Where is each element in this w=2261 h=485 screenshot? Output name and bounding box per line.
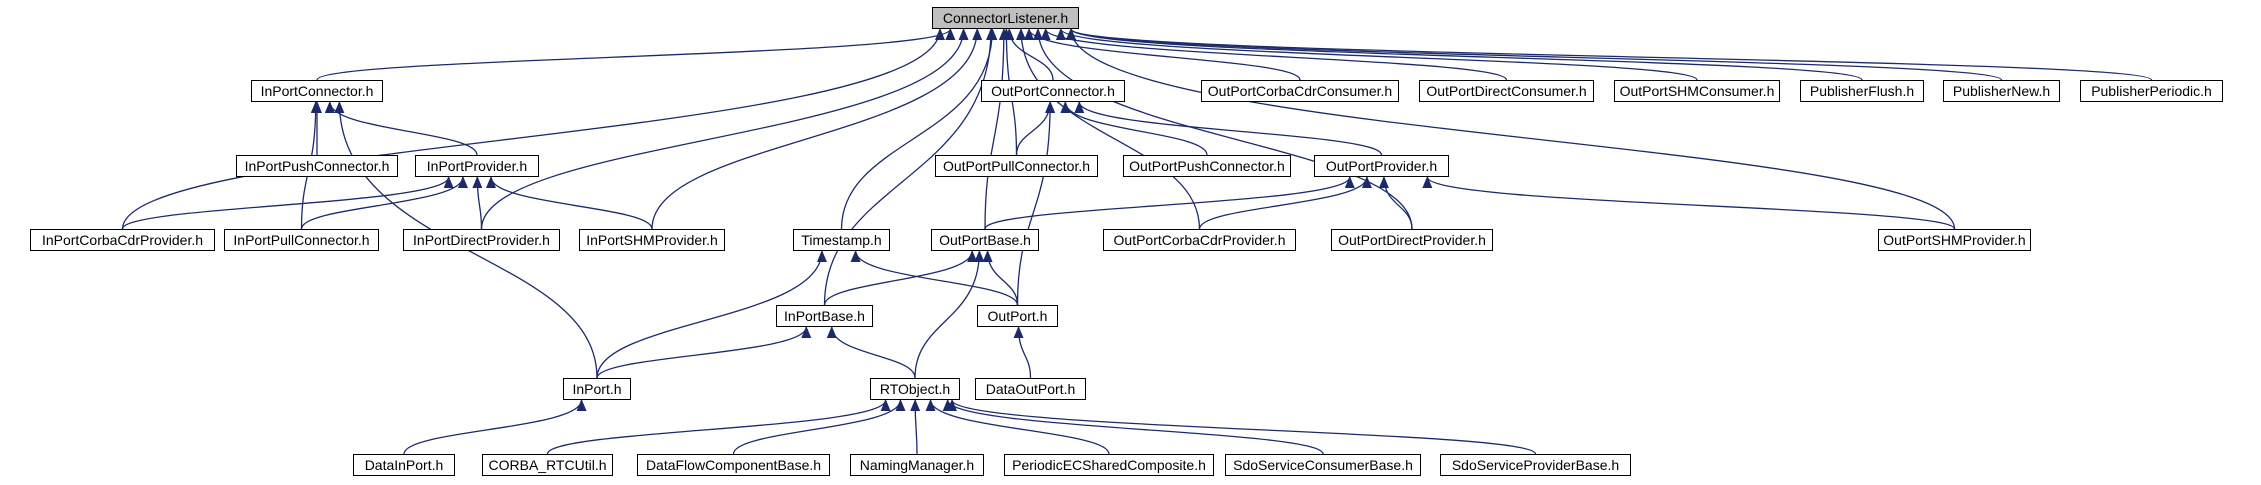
edge-inportcorbacdrprovider-to-root — [121, 28, 945, 230]
node-inportbase[interactable]: InPortBase.h — [776, 305, 873, 327]
edge-outport-to-timestamp — [850, 250, 1019, 306]
edge-outportdirectprovider-to-outportprovider — [1378, 176, 1413, 230]
node-outport[interactable]: OutPort.h — [977, 305, 1058, 327]
edge-outport-to-outportbase — [982, 250, 1019, 306]
edge-rtobject-to-inportbase — [826, 326, 916, 379]
node-outportprovider[interactable]: OutPortProvider.h — [1314, 155, 1449, 177]
node-outportshmprovider[interactable]: OutPortSHMProvider.h — [1878, 229, 2031, 251]
edge-outportpushconnector-to-outportconnector — [1060, 101, 1208, 156]
edge-inportdirectprovider-to-root — [480, 28, 969, 230]
edge-inportbase-to-outportbase — [823, 250, 978, 306]
edge-outportcorbacdrprovider-to-outportprovider — [1198, 176, 1372, 230]
edge-outportshmprovider-to-root — [1066, 28, 1956, 230]
edge-rtobject-to-outportbase — [914, 250, 985, 379]
edge-inportconnector-to-root — [316, 28, 956, 81]
edge-inportshmprovider-to-root — [651, 28, 983, 230]
edge-outportdirectconsumer-to-root — [1040, 28, 1508, 81]
edge-outportbase-to-root — [984, 28, 1009, 230]
node-namingmanager[interactable]: NamingManager.h — [850, 454, 984, 476]
edge-dataoutport-to-outport — [1013, 326, 1032, 379]
edge-inport-to-inportbase — [596, 326, 812, 379]
node-corba-rtcutil[interactable]: CORBA_RTCUtil.h — [482, 454, 613, 476]
edge-sdoserviceproviderbase-to-rtobject — [947, 399, 1537, 455]
node-dataoutport[interactable]: DataOutPort.h — [975, 378, 1086, 400]
node-connectorlistener[interactable]: ConnectorListener.h — [932, 7, 1079, 29]
node-inportshmprovider[interactable]: InPortSHMProvider.h — [579, 229, 725, 251]
edge-inportdirectprovider-to-inportprovider — [472, 176, 483, 230]
node-sdoserviceconsumerbase[interactable]: SdoServiceConsumerBase.h — [1225, 454, 1421, 476]
edge-outportshmprovider-to-outportprovider — [1422, 176, 1956, 230]
edge-outportcorbacdrprovider-to-root — [1016, 28, 1201, 230]
edge-outportdirectprovider-to-root — [1033, 28, 1413, 230]
node-dataflowcomponentbase[interactable]: DataFlowComponentBase.h — [637, 454, 830, 476]
node-inportcorbacdrprovider[interactable]: InPortCorbaCdrProvider.h — [30, 229, 215, 251]
edge-publisherflush-to-root — [1066, 28, 1863, 81]
edge-namingmanager-to-rtobject — [910, 399, 921, 455]
edge-corba_rtcutil-to-rtobject — [546, 399, 891, 455]
edge-outportshmconsumer-to-root — [1056, 28, 1698, 81]
node-outportcorbacdrconsumer[interactable]: OutPortCorbaCdrConsumer.h — [1201, 80, 1399, 102]
edge-inportcorbacdrprovider-to-inportprovider — [121, 176, 454, 230]
edge-inportpullconnector-to-inportprovider — [300, 176, 468, 230]
edge-publishernew-to-root — [1066, 28, 2003, 81]
node-inportpullconnector[interactable]: InPortPullConnector.h — [224, 229, 379, 251]
edge-publisherperiodic-to-root — [1066, 28, 2153, 81]
node-publisherperiodic[interactable]: PublisherPeriodic.h — [2080, 80, 2223, 102]
node-outportconnector[interactable]: OutPortConnector.h — [981, 80, 1125, 102]
node-inportconnector[interactable]: InPortConnector.h — [251, 80, 383, 102]
node-outportdirectprovider[interactable]: OutPortDirectProvider.h — [1331, 229, 1493, 251]
edge-outportbase-to-outportprovider — [984, 176, 1355, 230]
node-outportpullconnector[interactable]: OutPortPullConnector.h — [935, 155, 1098, 177]
edge-sdoserviceconsumerbase-to-rtobject — [942, 399, 1324, 455]
edge-outportpullconnector-to-outportconnector — [1015, 101, 1056, 156]
node-rtobject[interactable]: RTObject.h — [870, 378, 960, 400]
edge-dataflowcomponentbase-to-rtobject — [732, 399, 906, 455]
edge-outportprovider-to-outportconnector — [1074, 101, 1383, 156]
node-periodicecsharedcomposite[interactable]: PeriodicECSharedComposite.h — [1004, 454, 1214, 476]
node-inportprovider[interactable]: InPortProvider.h — [415, 155, 539, 177]
node-outportcorbacdrprovider[interactable]: OutPortCorbaCdrProvider.h — [1103, 229, 1296, 251]
node-sdoserviceproviderbase[interactable]: SdoServiceProviderBase.h — [1440, 454, 1631, 476]
edge-outportcorbacdrconsumer-to-root — [1024, 28, 1301, 81]
node-inportpushconnector[interactable]: InPortPushConnector.h — [236, 155, 398, 177]
node-inportdirectprovider[interactable]: InPortDirectProvider.h — [403, 229, 560, 251]
edge-inport-to-timestamp — [596, 250, 827, 379]
node-outportbase[interactable]: OutPortBase.h — [931, 229, 1039, 251]
node-timestamp[interactable]: Timestamp.h — [793, 229, 890, 251]
node-datainport[interactable]: DataInPort.h — [353, 454, 455, 476]
edge-datainport-to-inport — [403, 399, 587, 455]
node-outportdirectconsumer[interactable]: OutPortDirectConsumer.h — [1419, 80, 1594, 102]
edge-periodicecsharedcomposite-to-rtobject — [925, 399, 1110, 455]
edge-timestamp-to-root — [840, 28, 998, 230]
edge-inportprovider-to-inportconnector — [324, 101, 478, 156]
edge-outport-to-outportconnector — [1016, 101, 1056, 306]
node-outportshmconsumer[interactable]: OutPortSHMConsumer.h — [1614, 80, 1780, 102]
node-inport[interactable]: InPort.h — [563, 378, 631, 400]
edge-inportshmprovider-to-inportprovider — [486, 176, 653, 230]
node-publishernew[interactable]: PublisherNew.h — [1943, 80, 2060, 102]
node-publisherflush[interactable]: PublisherFlush.h — [1800, 80, 1924, 102]
node-outportpushconnector[interactable]: OutPortPushConnector.h — [1123, 155, 1291, 177]
